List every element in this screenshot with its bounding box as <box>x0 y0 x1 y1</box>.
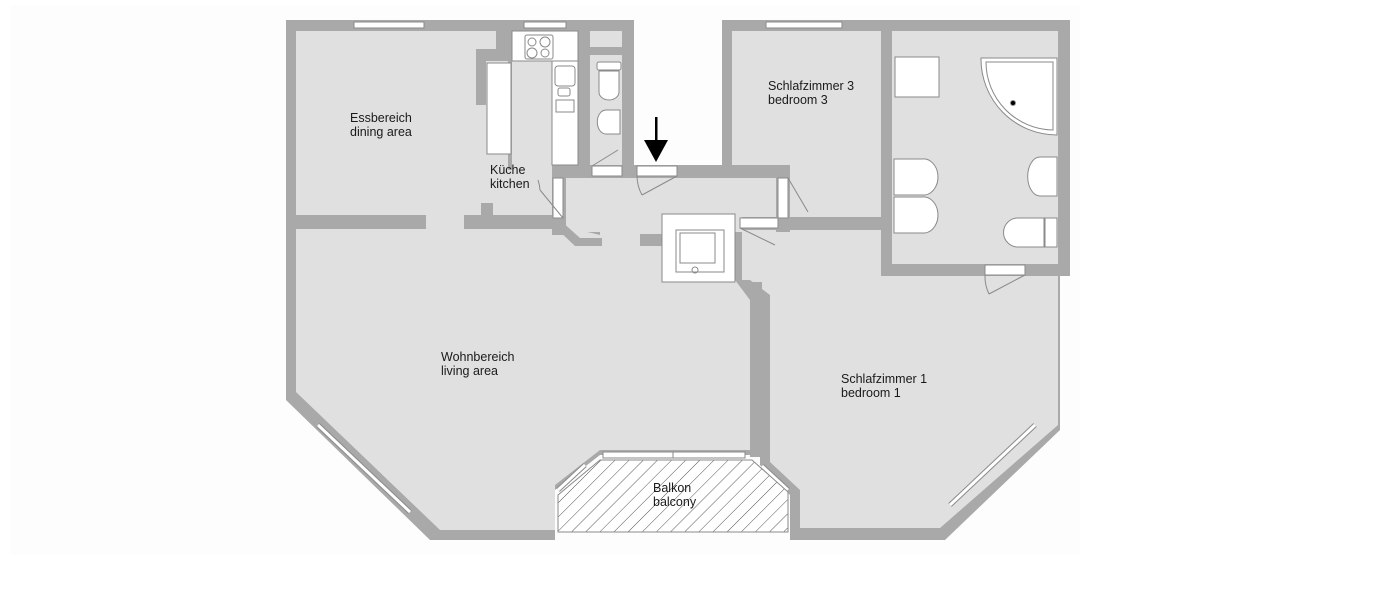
room-name-de: Wohnbereich <box>441 350 515 364</box>
balcony-hatch <box>557 459 789 533</box>
room-name-de: Küche <box>490 163 526 177</box>
room-label-bedroom1: Schlafzimmer 1 bedroom 1 <box>841 372 927 400</box>
window <box>353 21 425 29</box>
floor-living <box>296 229 750 530</box>
shower-tray <box>894 56 940 98</box>
window <box>523 21 567 29</box>
windows <box>316 21 1037 514</box>
shaft <box>661 213 736 283</box>
bathroom-fittings <box>893 56 1058 248</box>
wc-fittings <box>596 61 622 135</box>
bath-toilet <box>1003 217 1045 248</box>
room-label-kitchen: Küche kitchen <box>490 163 530 191</box>
room-name-en: balcony <box>653 495 697 509</box>
room-name-de: Schlafzimmer 1 <box>841 372 928 386</box>
room-label-living: Wohnbereich living area <box>441 350 514 378</box>
room-name-en: kitchen <box>490 177 530 191</box>
room-name-de: Balkon <box>653 481 692 495</box>
room-label-balcony: Balkon balcony <box>653 481 696 509</box>
room-label-dining: Essbereich dining area <box>350 111 412 139</box>
kitchen-fittings <box>486 30 579 166</box>
room-name-en: dining area <box>350 125 412 139</box>
floor-bedroom3 <box>732 31 881 217</box>
window <box>672 451 746 459</box>
room-name-en: living area <box>441 364 498 378</box>
wc-sink <box>596 109 621 135</box>
floor-dining <box>296 31 496 215</box>
room-name-en: bedroom 1 <box>841 386 901 400</box>
toilet <box>598 70 620 101</box>
window <box>602 451 674 459</box>
room-name-de: Essbereich <box>350 111 412 125</box>
corner-bath <box>980 57 1058 136</box>
room-label-bedroom3: Schlafzimmer 3 bedroom 3 <box>768 79 854 107</box>
bath-sink <box>1027 156 1058 197</box>
room-name-de: Schlafzimmer 3 <box>768 79 855 93</box>
kitchen-island <box>486 62 512 155</box>
room-name-en: bedroom 3 <box>768 93 828 107</box>
entrance-arrow-icon <box>644 117 668 162</box>
double-vanity <box>893 158 939 234</box>
floor-bedroom1 <box>742 230 1058 528</box>
doors <box>537 149 1026 295</box>
window <box>765 21 843 29</box>
